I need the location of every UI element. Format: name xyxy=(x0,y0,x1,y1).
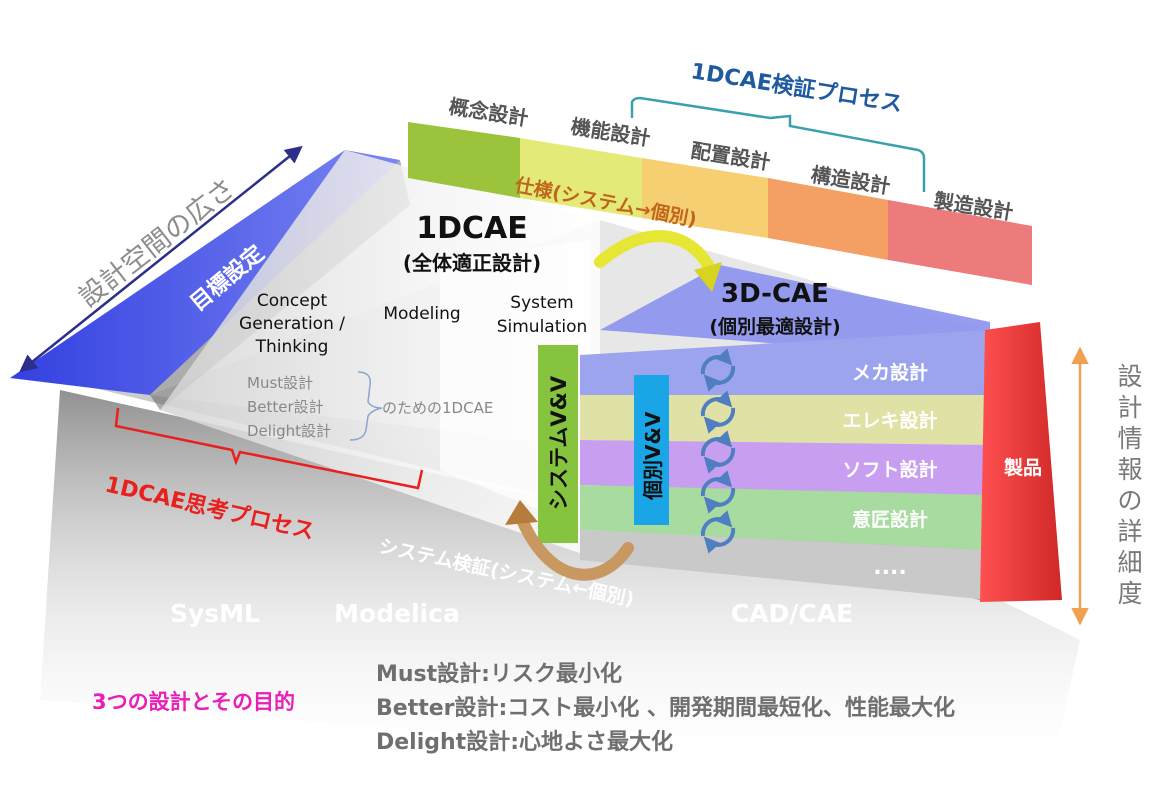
design-type: Delight設計 xyxy=(247,422,331,440)
legend-title: 3つの設計とその目的 xyxy=(92,686,295,716)
modeling-header: Modeling xyxy=(383,304,460,324)
discipline-label: エレキ設計 xyxy=(842,409,937,432)
design-info-detail-char: 細 xyxy=(1117,548,1142,577)
design-type: Must設計 xyxy=(247,374,313,392)
discipline-ellipsis: .... xyxy=(873,555,906,580)
discipline-label: メカ設計 xyxy=(852,361,928,384)
design-info-detail-char: 計 xyxy=(1117,393,1142,422)
concept-header-line: Generation / xyxy=(239,314,345,334)
legend-line: Must設計:リスク最小化 xyxy=(376,656,622,688)
tool-label: CAD/CAE xyxy=(731,599,853,628)
for-1dcae-label: のための1DCAE xyxy=(382,399,493,417)
design-type: Better設計 xyxy=(247,398,324,416)
system-sim-line: System xyxy=(510,293,573,313)
phase-label: 概念設計 xyxy=(447,94,530,130)
discipline-label: ソフト設計 xyxy=(842,458,937,481)
legend-line: Better設計:コスト最小化 、開発期間最短化、性能最大化 xyxy=(376,690,955,722)
threedcae-title: 3D-CAE xyxy=(721,279,829,309)
design-info-detail-char: 詳 xyxy=(1117,517,1142,546)
discipline-label: 意匠設計 xyxy=(852,508,928,531)
phase-label: 機能設計 xyxy=(569,114,652,150)
individual-vv-label: 個別V&V xyxy=(641,411,665,501)
concept-header-line: Concept xyxy=(257,291,328,311)
design-info-detail-char: 設 xyxy=(1117,362,1142,391)
tool-label: SysML xyxy=(170,599,260,628)
system-vv-label: システムV&V xyxy=(547,375,571,510)
onedcae-title: 1DCAE xyxy=(416,211,528,246)
concept-header-line: Thinking xyxy=(255,337,329,357)
onedcae-subtitle: (全体適正設計) xyxy=(403,251,541,275)
product-label: 製品 xyxy=(1003,457,1042,479)
system-sim-line: Simulation xyxy=(497,317,588,337)
threedcae-subtitle: (個別最適設計) xyxy=(709,315,840,338)
design-info-detail-char: 情 xyxy=(1117,424,1142,453)
legend-line: Delight設計:心地よさ最大化 xyxy=(376,724,673,756)
design-info-detail-char: 報 xyxy=(1117,455,1142,484)
tool-label: Modelica xyxy=(334,599,460,628)
design-info-detail-char: の xyxy=(1117,486,1142,515)
design-info-detail-char: 度 xyxy=(1117,579,1142,608)
process-1dcae-verification-label: 1DCAE検証プロセス xyxy=(689,58,904,117)
